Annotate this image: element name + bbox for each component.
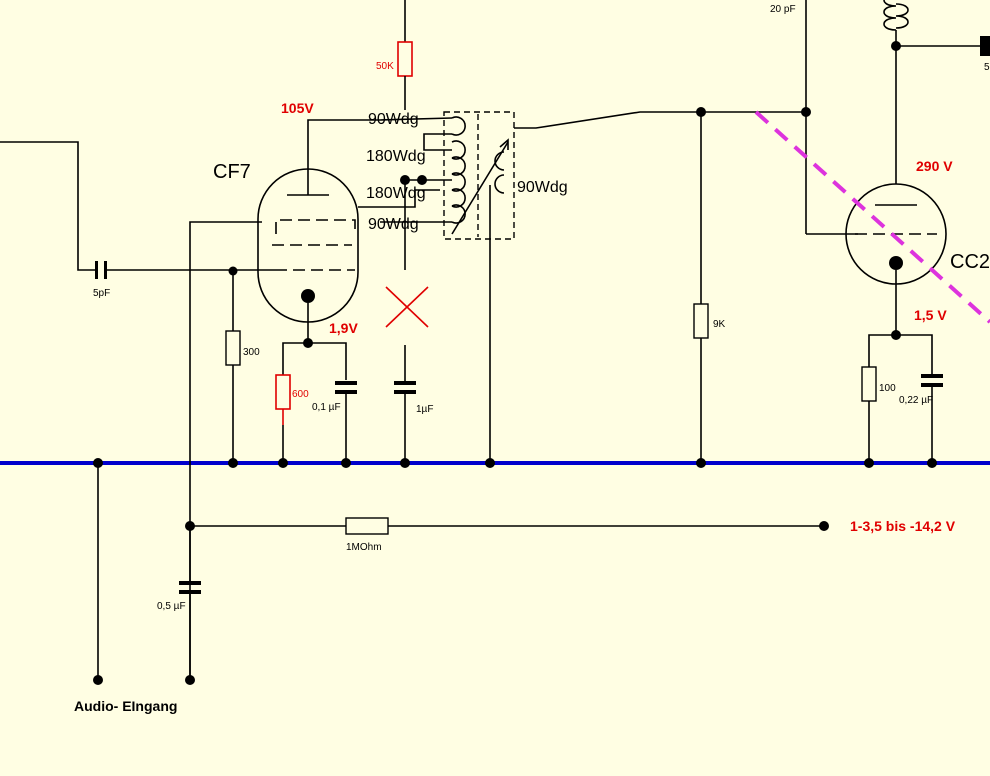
- transformer-box: [443, 111, 515, 240]
- label-100: 100: [879, 383, 896, 394]
- voltage-plate-right: 290 V: [916, 158, 953, 174]
- voltage-plate-left: 105V: [281, 100, 314, 116]
- dashed-divider: [754, 110, 990, 324]
- label-50k: 50K: [376, 61, 394, 72]
- winding-4: 90Wdg: [368, 216, 419, 233]
- resistor-1mohm: [345, 517, 389, 535]
- label-0-22uf: 0,22 µF: [899, 395, 933, 406]
- label-1mohm: 1MOhm: [346, 542, 382, 553]
- winding-3: 180Wdg: [366, 185, 426, 202]
- winding-2: 180Wdg: [366, 148, 426, 165]
- input-wire: [0, 141, 96, 271]
- voltage-cathode-right: 1,5 V: [914, 307, 947, 323]
- tube-left-label: CF7: [213, 161, 251, 183]
- resistor-50k: [397, 41, 413, 77]
- capacitor-0-22uf: [921, 374, 943, 387]
- label-edge-5: 5: [984, 62, 990, 73]
- label-0-5uf: 0,5 µF: [157, 601, 186, 612]
- capacitor-1uf: [394, 381, 416, 394]
- coil-windings: [379, 116, 509, 235]
- resistor-600: [275, 374, 291, 410]
- label-1uf: 1µF: [416, 404, 433, 415]
- resistor-100: [861, 366, 877, 402]
- resistor-9k: [693, 303, 709, 339]
- capacitor-0-1uf: [335, 381, 357, 394]
- top-coil: [883, 0, 909, 46]
- label-20pf: 20 pF: [770, 4, 796, 15]
- winding-5: 90Wdg: [517, 179, 568, 196]
- bias-voltage: 1-3,5 bis -14,2 V: [850, 518, 956, 534]
- tube-right-label: CC2: [950, 251, 990, 273]
- label-9k: 9K: [713, 319, 726, 330]
- label-300: 300: [243, 347, 260, 358]
- label-0-1uf: 0,1 µF: [312, 402, 341, 413]
- label-600: 600: [292, 389, 309, 400]
- capacitor-0-5uf: [179, 581, 201, 594]
- voltage-cathode-left: 1,9V: [329, 320, 358, 336]
- capacitor-5pf: [95, 261, 233, 279]
- label-5pf: 5pF: [93, 288, 110, 299]
- audio-input-label: Audio- EIngang: [74, 698, 177, 714]
- resistor-300: [225, 330, 241, 366]
